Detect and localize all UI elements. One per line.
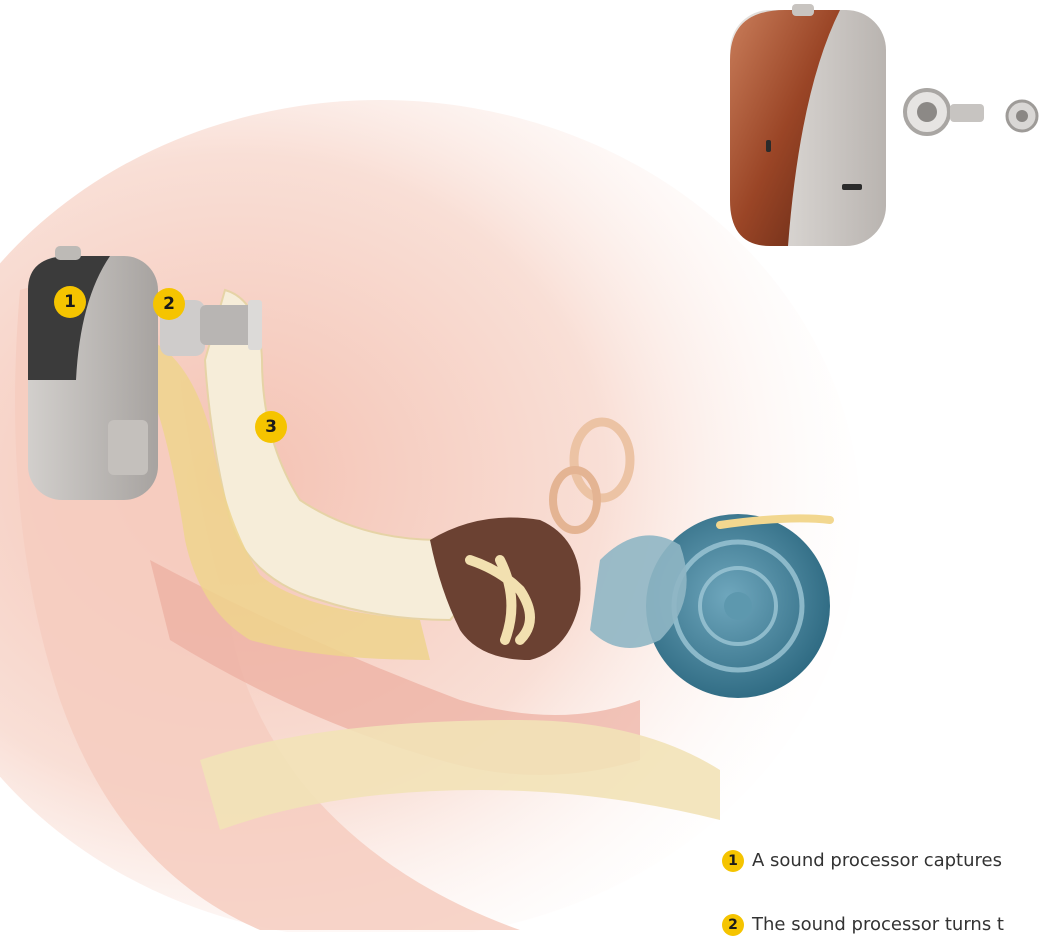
caption-1: 1 A sound processor captures: [722, 849, 1002, 873]
caption-text: A sound processor captures: [752, 850, 1002, 871]
processor-product-image: [730, 4, 1037, 246]
sound-processor: [28, 246, 158, 500]
caption-number: 1: [722, 850, 744, 872]
caption-number: 2: [722, 914, 744, 936]
marker-1: 1: [54, 286, 86, 318]
marker-2: 2: [153, 288, 185, 320]
marker-3: 3: [255, 411, 287, 443]
